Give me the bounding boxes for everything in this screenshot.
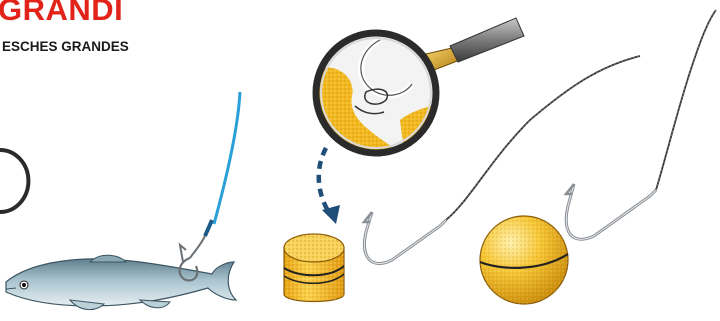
magnifying-glass-icon (310, 18, 524, 160)
cylinder-bait-icon (284, 234, 344, 302)
partial-lens-icon (0, 150, 28, 212)
dashed-arrow-icon (319, 148, 340, 224)
sphere-bait-icon (480, 10, 716, 304)
fish-bait-icon (6, 92, 240, 310)
